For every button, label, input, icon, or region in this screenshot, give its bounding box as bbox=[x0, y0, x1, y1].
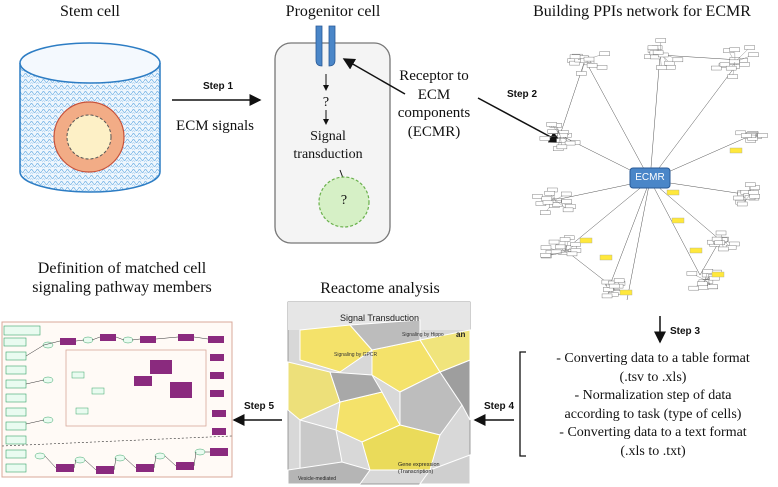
receptor-left bbox=[315, 25, 323, 67]
network-yellow-nodes bbox=[579, 147, 743, 296]
reactome-footer2: (Transcription) bbox=[398, 469, 434, 475]
question-mark-1: ? bbox=[322, 95, 330, 110]
network-clusters bbox=[532, 38, 768, 299]
processing-line-3: - Normalization step of data bbox=[574, 388, 732, 403]
ecmr-node-box bbox=[629, 167, 671, 189]
ecmr-node-label: ECMR bbox=[635, 172, 665, 183]
reactome-map bbox=[287, 301, 471, 485]
progenitor-cell bbox=[274, 25, 391, 244]
processing-line-6: (.xls to .txt) bbox=[620, 443, 686, 459]
target-circle bbox=[318, 176, 370, 228]
receptor-label: Receptor to ECM components (ECMR) bbox=[397, 68, 471, 140]
signal-transduction-label: Signal transduction bbox=[293, 129, 363, 162]
stem-cell-cylinder bbox=[19, 42, 161, 193]
receptor-arrow bbox=[342, 58, 406, 95]
step4-label: Step 4 bbox=[484, 401, 515, 412]
progenitor-cell-title: Progenitor cell bbox=[285, 3, 381, 20]
step1-label: Step 1 bbox=[203, 81, 234, 92]
processing-line-4: according to task (type of cells) bbox=[564, 406, 742, 422]
stem-cell-title: Stem cell bbox=[60, 3, 120, 20]
question-mark-2: ? bbox=[340, 193, 348, 208]
step2-label: Step 2 bbox=[507, 89, 538, 100]
reactome-footer1: Gene expression bbox=[398, 462, 440, 468]
ppi-network-title: Building PPIs network for ECMR bbox=[533, 3, 751, 20]
nucleus-inner bbox=[66, 114, 112, 160]
processing-line-2: (.tsv to .xls) bbox=[619, 369, 687, 385]
reactome-sub1: Signaling by Hippo bbox=[402, 332, 444, 338]
processing-line-1: - Converting data to a table format bbox=[556, 351, 750, 366]
processing-bracket bbox=[519, 351, 526, 457]
step5-label: Step 5 bbox=[244, 401, 275, 412]
processing-steps: - Converting data to a table format (.ts… bbox=[530, 350, 776, 461]
step2-arrow bbox=[477, 97, 562, 143]
definition-title: Definition of matched cell signaling pat… bbox=[32, 260, 212, 296]
reactome-header: Signal Transduction bbox=[340, 313, 420, 323]
receptor-right bbox=[328, 25, 336, 67]
reactome-title: Reactome analysis bbox=[320, 280, 440, 297]
reactome-footer3: Vesicle-mediated bbox=[298, 476, 337, 482]
pathway-diagram bbox=[1, 321, 233, 478]
processing-line-5: - Converting data to a text format bbox=[559, 425, 747, 440]
step3-label: Step 3 bbox=[670, 326, 701, 337]
reactome-side: an bbox=[456, 330, 466, 339]
reactome-sub2: Signaling by GPCR bbox=[334, 352, 378, 358]
ecm-signals-label: ECM signals bbox=[176, 118, 254, 134]
